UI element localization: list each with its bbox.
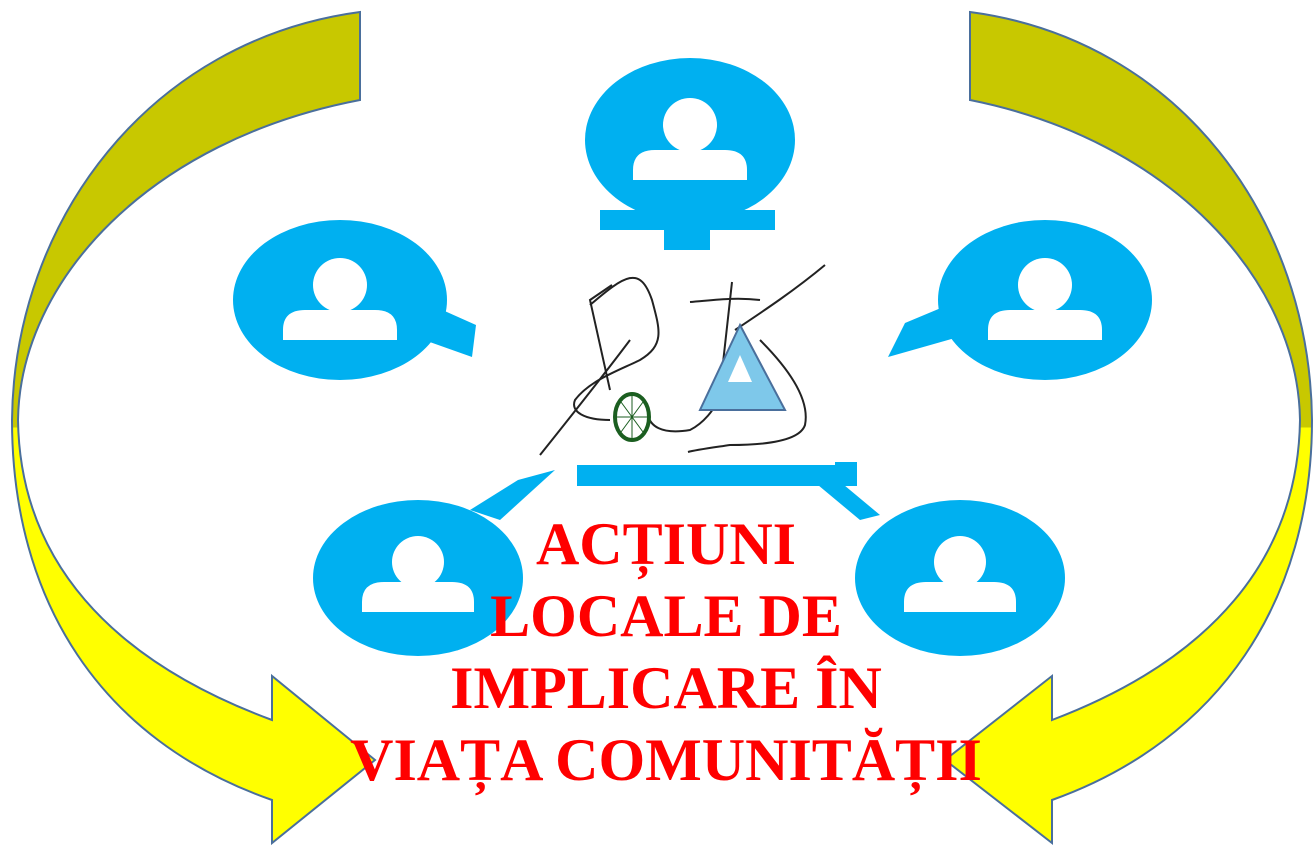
bottom-connectors xyxy=(470,462,880,520)
person-icon-bottom-left xyxy=(313,500,523,656)
title-line-4: VIAȚA COMUNITĂȚII xyxy=(350,727,982,793)
person-icon-right xyxy=(888,220,1152,380)
title-text: ACȚIUNI LOCALE DE IMPLICARE ÎN VIAȚA COM… xyxy=(346,508,986,796)
center-logo xyxy=(520,250,835,465)
title-line-1: ACȚIUNI xyxy=(535,511,797,577)
person-icon-left xyxy=(233,220,476,380)
left-curved-arrow xyxy=(10,10,377,846)
person-icon-bottom-right xyxy=(855,500,1065,656)
title-line-3: IMPLICARE ÎN xyxy=(450,655,882,721)
person-icon-top xyxy=(585,58,795,256)
right-curved-arrow xyxy=(943,10,1314,846)
title-line-2: LOCALE DE xyxy=(490,583,842,649)
